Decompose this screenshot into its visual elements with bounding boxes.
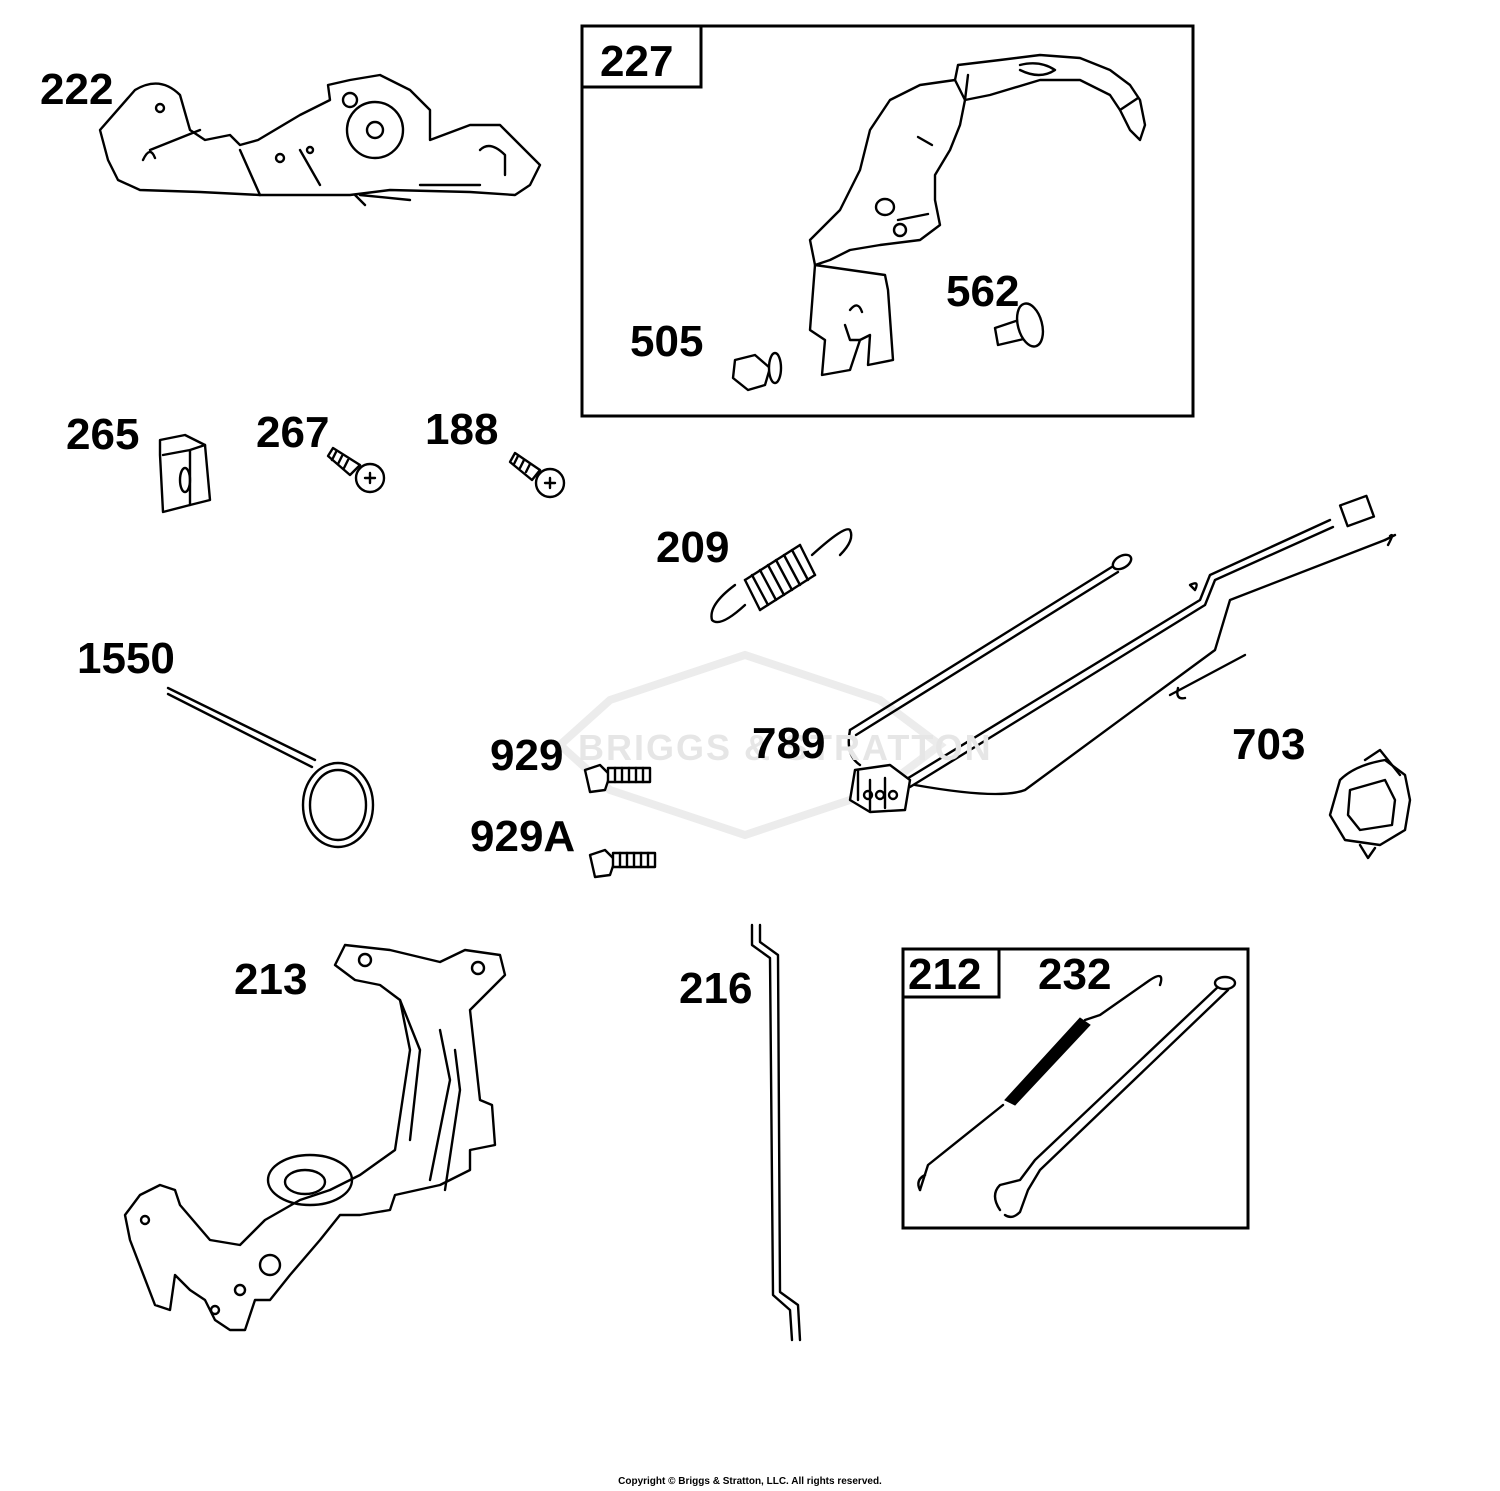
callout-265: 265 xyxy=(66,410,140,459)
callout-188: 188 xyxy=(425,405,499,454)
copyright-notice: Copyright © Briggs & Stratton, LLC. All … xyxy=(618,1476,882,1487)
callout-232: 232 xyxy=(1038,950,1112,999)
callout-267: 267 xyxy=(256,408,330,457)
part-267-screw xyxy=(326,446,386,494)
part-1550-wire xyxy=(166,686,375,849)
kit-box-227 xyxy=(580,24,1195,418)
callout-789: 789 xyxy=(752,719,826,768)
callout-209: 209 xyxy=(656,523,730,572)
callout-929a: 929A xyxy=(470,812,576,861)
part-188-screw xyxy=(508,451,566,499)
watermark-logo xyxy=(554,650,947,840)
callout-929: 929 xyxy=(490,731,564,780)
part-216-rod xyxy=(750,923,802,1342)
part-227-governor-bracket xyxy=(731,53,1147,392)
callout-703: 703 xyxy=(1232,720,1306,769)
part-213-bracket xyxy=(123,943,507,1332)
callout-212: 212 xyxy=(908,950,982,999)
callout-227: 227 xyxy=(600,37,674,86)
part-232-spring xyxy=(917,974,1163,1192)
watermark-text: BRIGGS & STRATTON xyxy=(578,727,993,768)
part-222-bracket xyxy=(98,73,542,207)
part-209-spring xyxy=(710,528,853,624)
part-789-harness xyxy=(847,494,1397,814)
callout-505: 505 xyxy=(630,317,704,366)
kit-box-212 xyxy=(901,947,1250,1230)
callout-562: 562 xyxy=(946,267,1020,316)
part-212-link xyxy=(993,975,1237,1219)
callout-1550: 1550 xyxy=(77,634,175,683)
part-929a-bolt xyxy=(588,848,657,879)
callout-222: 222 xyxy=(40,65,114,114)
callout-216: 216 xyxy=(679,964,753,1013)
part-929-bolt xyxy=(583,763,652,794)
callout-213: 213 xyxy=(234,955,308,1004)
part-703-clamp xyxy=(1328,748,1412,860)
part-265-clip xyxy=(158,433,212,514)
